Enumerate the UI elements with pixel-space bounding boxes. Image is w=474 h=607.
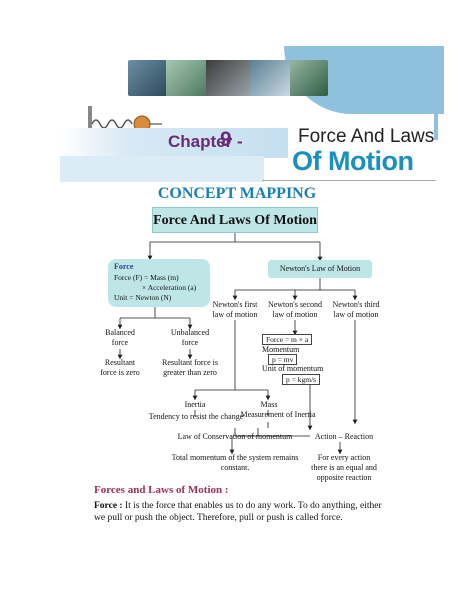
formula-p-mv: p = mv [268, 354, 298, 365]
newton-first-2: law of motion [212, 310, 258, 319]
unit-of-momentum-label: Unit of momentum [262, 364, 324, 373]
force-definition-text: It is the force that enables us to do an… [94, 501, 382, 523]
chapter-band [60, 128, 288, 158]
title-underline [262, 180, 436, 181]
header-side-band [434, 60, 438, 140]
newton-first-law: Newton's first law of motion [204, 300, 266, 320]
momentum-label: Momentum [262, 345, 300, 354]
unbalanced-label-2: force [181, 338, 199, 347]
balanced-label-2: force [111, 338, 129, 347]
balanced-result-2: force is zero [100, 368, 140, 377]
chapter-label: Chapter - [168, 132, 243, 151]
conservation-description: Total momentum of the system remains con… [160, 453, 310, 473]
chapter-title-line2: Of Motion [292, 146, 414, 176]
balanced-label: Balanced [105, 328, 135, 337]
newton-third-law: Newton's third law of motion [326, 300, 386, 320]
newton-second-1: Newton's second [267, 300, 323, 309]
unbalanced-force: Unbalanced force [156, 328, 224, 348]
concept-mapping-heading: CONCEPT MAPPING [157, 185, 317, 202]
conservation-desc-1: Total momentum of the system remains [171, 453, 299, 462]
root-concept-box: Force And Laws Of Motion [152, 207, 318, 233]
action-desc-3: opposite reaction [316, 473, 372, 482]
formula-force-ma: Force = m × a [262, 334, 313, 345]
newton-first-1: Newton's first [212, 300, 258, 309]
force-formula-line1: Force (F) = Mass (m) [114, 273, 179, 282]
balanced-result-1: Resultant [104, 358, 136, 367]
newton-third-1: Newton's third [332, 300, 380, 309]
unbalanced-label: Unbalanced [170, 328, 210, 337]
balanced-force: Balanced force [90, 328, 150, 348]
newton-second-2: law of motion [272, 310, 318, 319]
newton-laws-box: Newton's Law of Motion [268, 260, 372, 278]
force-box: Force Force (F) = Mass (m) × Acceleratio… [108, 259, 210, 307]
section-title: Forces and Laws of Motion : [94, 484, 229, 496]
unbalanced-result-2: greater than zero [163, 368, 217, 377]
unbalanced-result: Resultant force is greater than zero [150, 358, 230, 378]
newton-second-law: Newton's second law of motion [262, 300, 328, 320]
conservation-law-label: Law of Conservation of momentum [177, 432, 293, 441]
conservation-desc-2: constant. [220, 463, 250, 472]
action-desc-1: For every action [317, 453, 371, 462]
balanced-result: Resultant force is zero [88, 358, 152, 378]
force-term: Force : [94, 501, 123, 511]
inertia-label: Inertia [184, 400, 206, 409]
chapter-title-line1: Force And Laws [298, 126, 435, 147]
newton-third-2: law of motion [333, 310, 379, 319]
chapter-lower-band [60, 156, 264, 182]
chapter-number: 9 [220, 128, 232, 151]
formula-p-unit: p = kgm/s [282, 374, 321, 385]
force-definition-paragraph: Force : It is the force that enables us … [94, 500, 394, 524]
force-unit: Unit = Newton (N) [114, 293, 172, 302]
header-photo-strip [128, 60, 328, 96]
mass-label: Mass [260, 400, 278, 409]
action-desc-2: there is an equal and [311, 463, 377, 472]
unbalanced-result-1: Resultant force is [162, 358, 218, 367]
action-reaction-label: Action – Reaction [314, 432, 374, 441]
action-reaction-description: For every action there is an equal and o… [306, 453, 382, 483]
inertia-description: Tendency to resist the change [148, 412, 244, 421]
mass-description: Measurement of Inertia [240, 410, 316, 419]
force-formula-line2: × Acceleration (a) [142, 283, 197, 292]
force-box-title: Force [114, 262, 134, 271]
